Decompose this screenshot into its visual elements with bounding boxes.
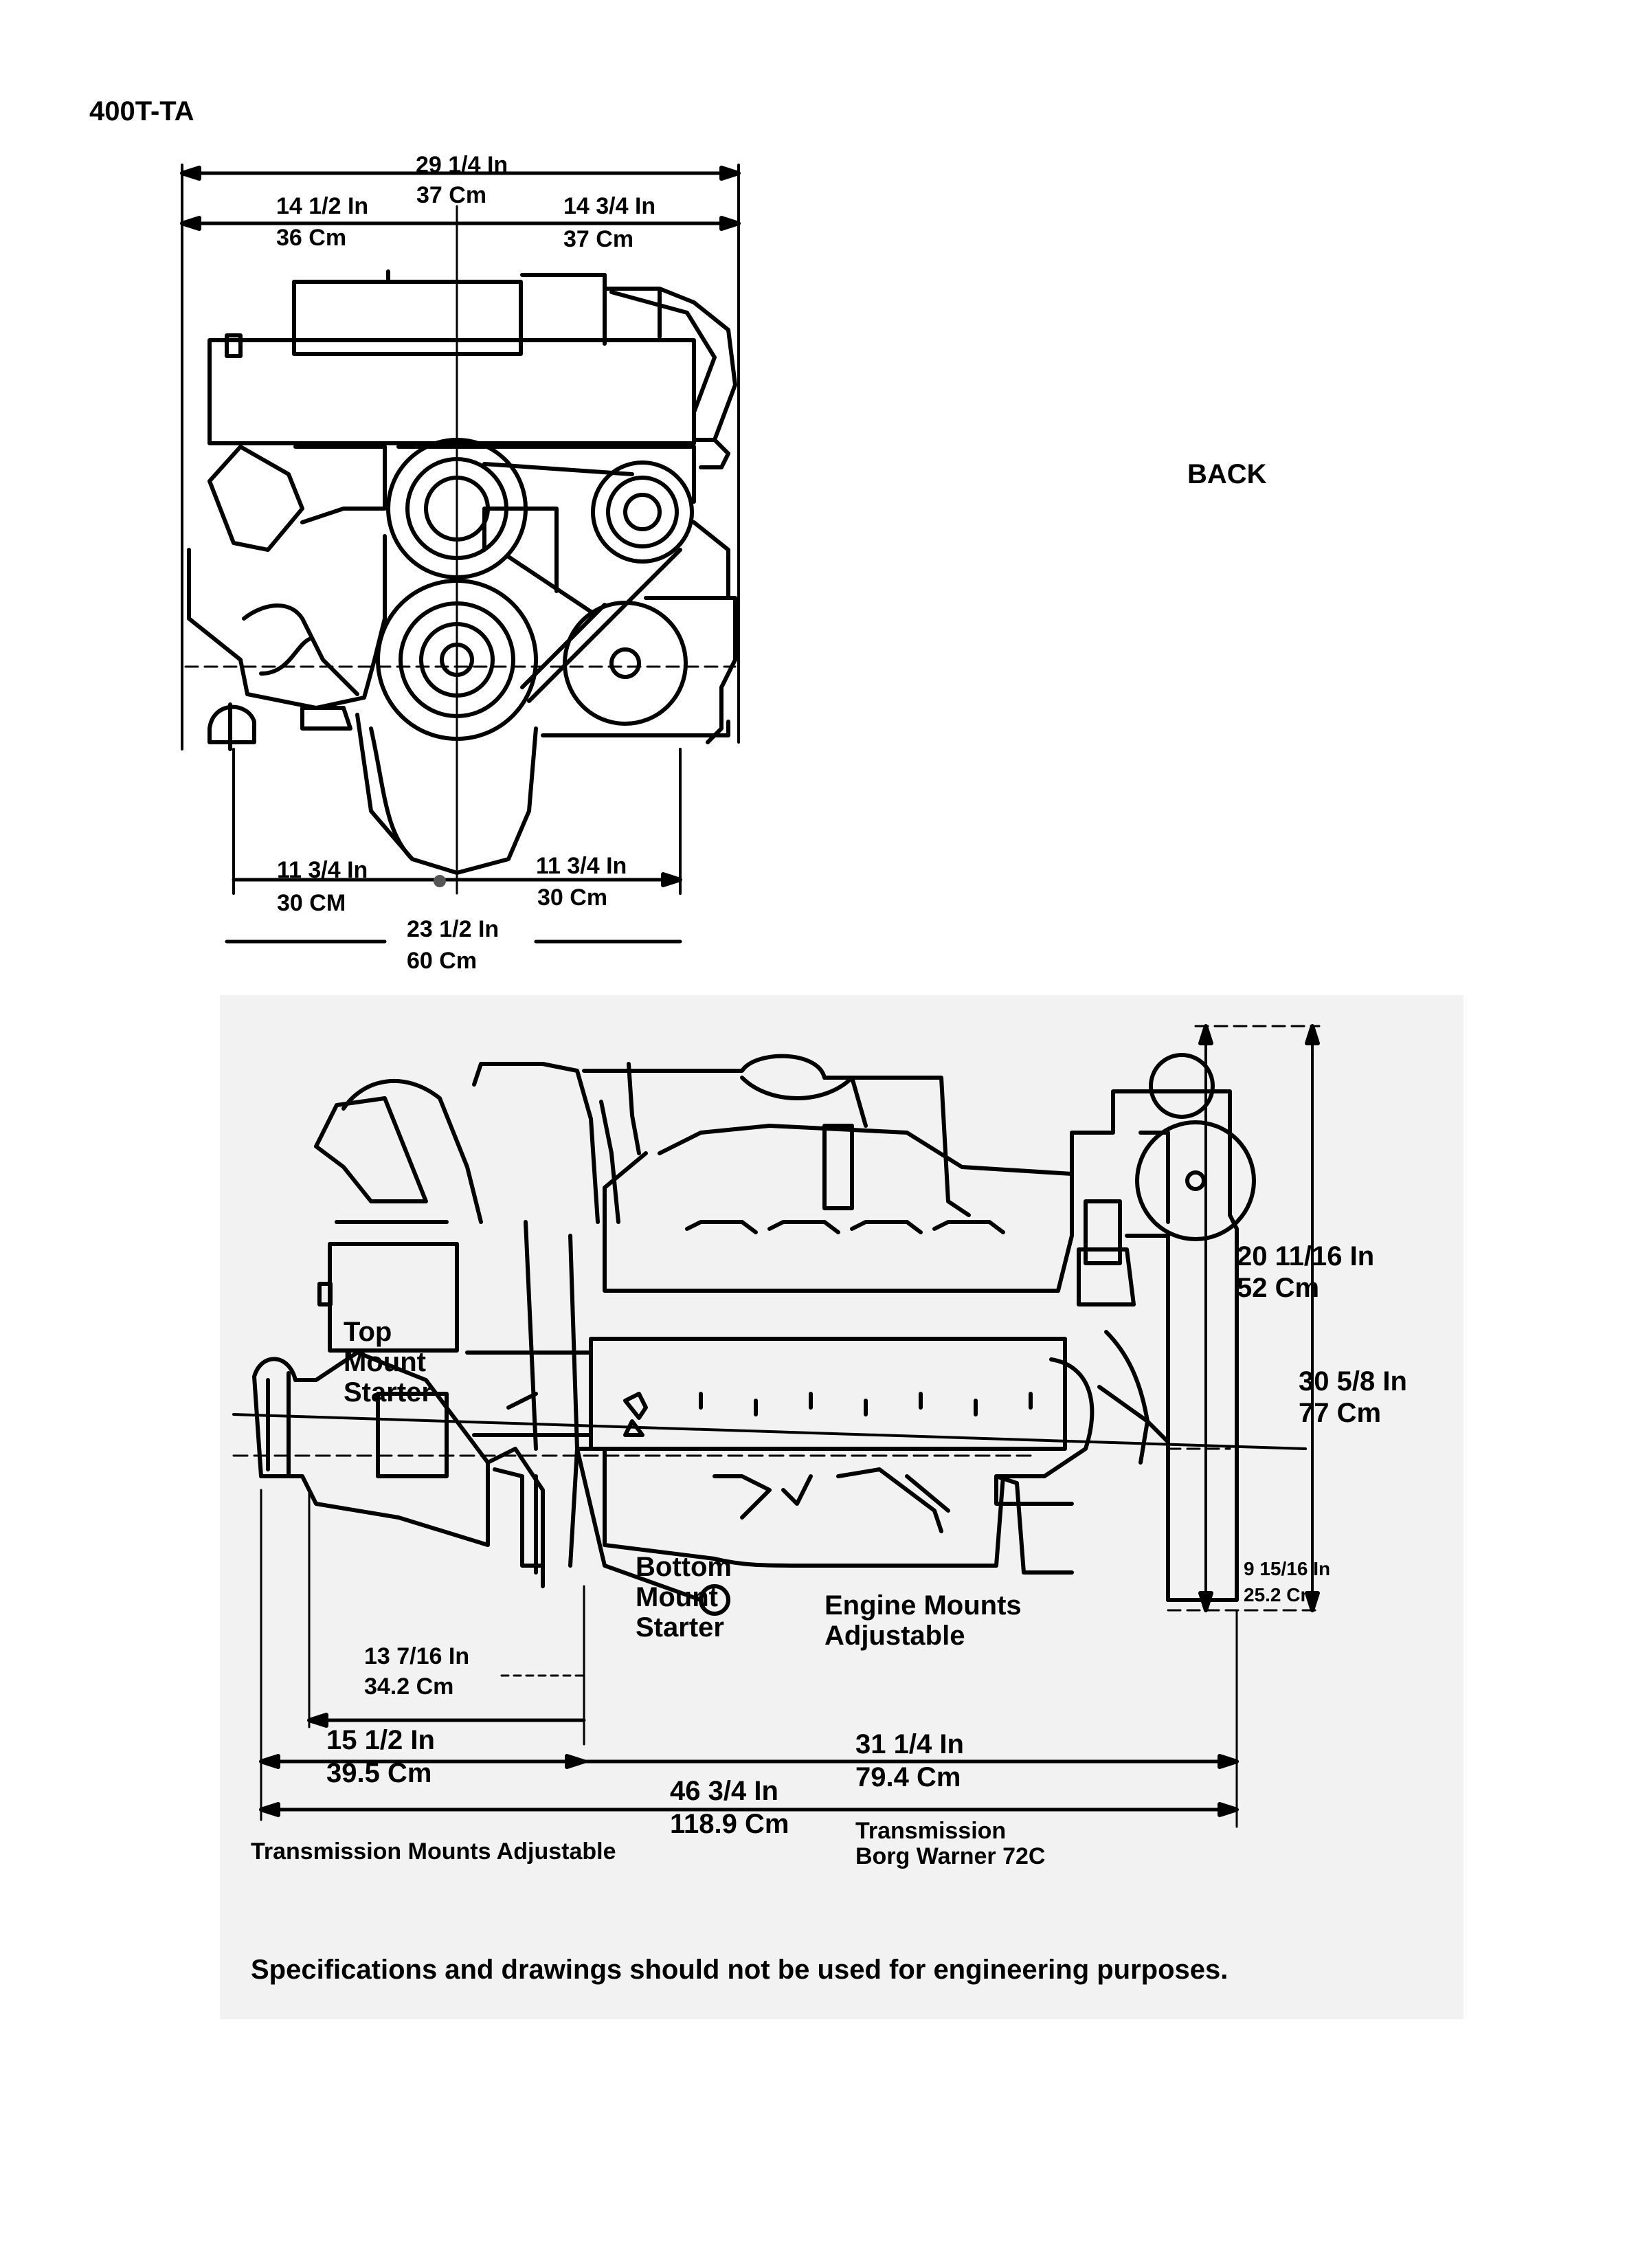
- engine-length-cm: 79.4 Cm: [855, 1762, 961, 1792]
- height-total-in: 30 5/8 In: [1299, 1366, 1407, 1397]
- right-half-in: 14 3/4 In: [563, 193, 656, 219]
- height-lower-cm: 25.2 Cm: [1244, 1584, 1318, 1605]
- mount-overall-cm: 60 Cm: [407, 948, 478, 974]
- mount-right-cm: 30 Cm: [537, 885, 608, 911]
- overall-length-cm: 118.9 Cm: [670, 1809, 789, 1839]
- height-upper-cm: 52 Cm: [1237, 1273, 1320, 1303]
- overall-length-in: 46 3/4 In: [670, 1776, 778, 1806]
- left-half-cm: 36 Cm: [276, 225, 347, 251]
- trans-mount-offset-in: 13 7/16 In: [364, 1643, 470, 1669]
- model-title: 400T-TA: [89, 96, 194, 126]
- trans-length-cm: 39.5 Cm: [326, 1758, 432, 1788]
- front-view-drawing: [180, 164, 741, 944]
- trans-length-in: 15 1/2 In: [326, 1725, 435, 1755]
- engine-mounts-label: Engine Mounts Adjustable: [824, 1590, 1022, 1651]
- left-half-in: 14 1/2 In: [276, 193, 369, 219]
- back-label: BACK: [1187, 459, 1267, 489]
- height-lower-in: 9 15/16 In: [1244, 1558, 1331, 1579]
- top-mount-starter-label: Top Mount Starter: [344, 1317, 432, 1408]
- transmission-mounts-label: Transmission Mounts Adjustable: [251, 1838, 616, 1865]
- mount-right-in: 11 3/4 In: [536, 853, 627, 879]
- mount-left-cm: 30 CM: [277, 890, 346, 916]
- transmission-model-label: Transmission Borg Warner 72C: [855, 1818, 1046, 1870]
- mount-overall-in: 23 1/2 In: [407, 916, 500, 942]
- height-upper-in: 20 11/16 In: [1237, 1241, 1375, 1271]
- side-view-drawing: [232, 1024, 1321, 1828]
- mount-left-in: 11 3/4 In: [277, 857, 368, 883]
- height-total-cm: 77 Cm: [1299, 1398, 1382, 1428]
- trans-mount-offset-cm: 34.2 Cm: [364, 1674, 454, 1700]
- engine-length-in: 31 1/4 In: [855, 1729, 964, 1759]
- bottom-mount-starter-label: Bottom Mount Starter: [636, 1552, 732, 1643]
- overall-width-in: 29 1/4 In: [416, 152, 508, 178]
- disclaimer: Specifications and drawings should not b…: [251, 1955, 1229, 1985]
- overall-width-cm: 37 Cm: [416, 182, 487, 208]
- side-view-panel: Top Mount Starter Bottom Mount Starter E…: [220, 995, 1463, 2019]
- right-half-cm: 37 Cm: [563, 226, 634, 252]
